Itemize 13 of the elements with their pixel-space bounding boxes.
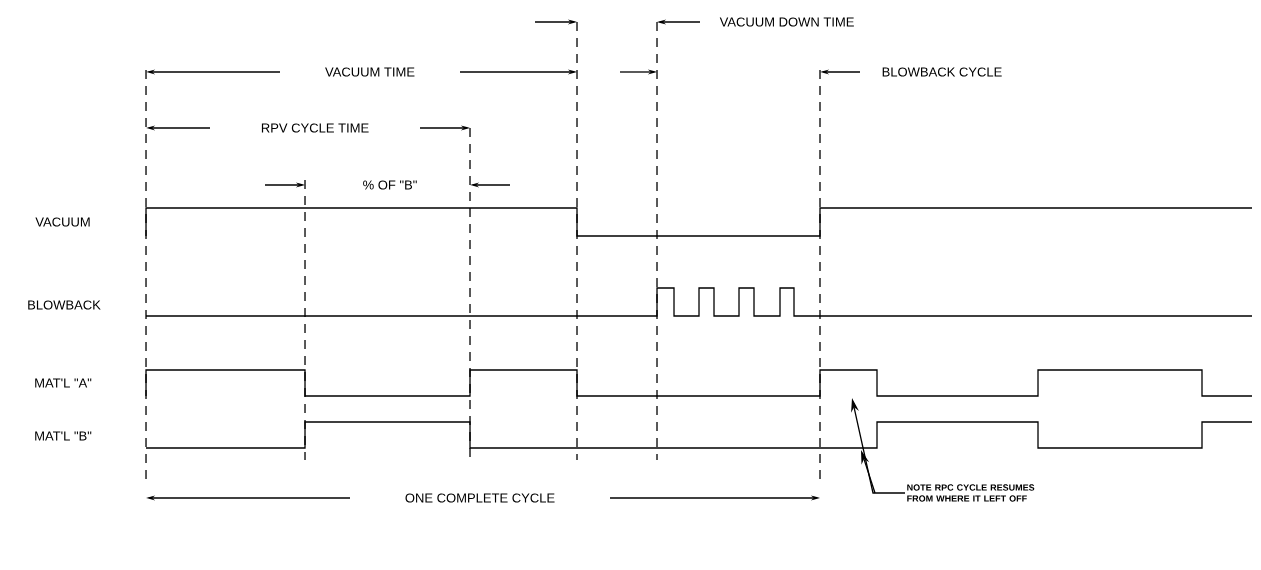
signal-label: MAT'L "A" <box>35 378 92 388</box>
dimension-label: % OF "B" <box>363 180 417 190</box>
dimension-label: VACUUM TIME <box>325 67 415 77</box>
waveform <box>145 421 1253 449</box>
dimension-label: RPV CYCLE TIME <box>261 123 369 133</box>
dimension-label: VACUUM DOWN TIME <box>719 17 854 27</box>
dimension-label: ONE COMPLETE CYCLE <box>405 493 555 503</box>
signal-label: MAT'L "B" <box>35 431 92 441</box>
waveform <box>145 369 1253 397</box>
signal-label: BLOWBACK <box>28 300 101 310</box>
signal-label: VACUUM <box>35 217 90 227</box>
dimension-label: BLOWBACK CYCLE <box>882 67 1002 77</box>
note-text: NOTE RPC CYCLE RESUMES FROM WHERE IT LEFT OFF <box>907 484 1035 502</box>
